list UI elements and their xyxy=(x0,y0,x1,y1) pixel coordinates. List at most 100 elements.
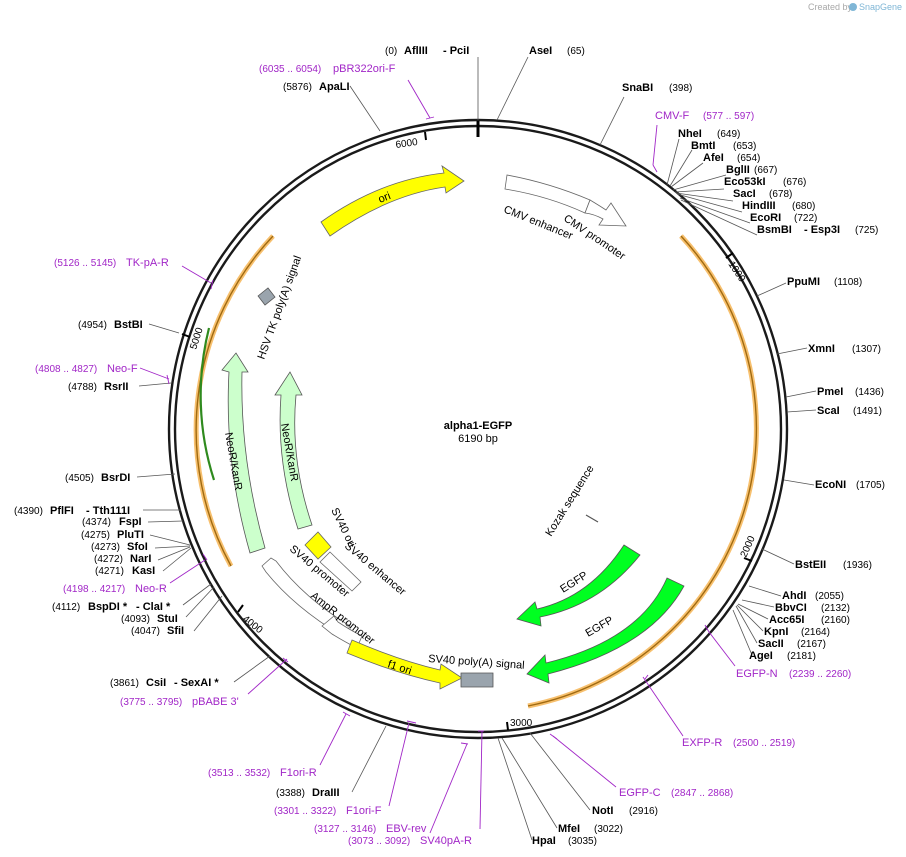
svg-text:(2181): (2181) xyxy=(787,651,816,662)
site-rsrII[interactable]: (4788) RsrII xyxy=(68,381,128,393)
svg-text:(653): (653) xyxy=(733,141,756,152)
site-ecoRI[interactable]: EcoRI (722) xyxy=(750,212,817,224)
svg-text:HpaI: HpaI xyxy=(532,835,556,847)
site-eco53kI[interactable]: Eco53kI (676) xyxy=(724,176,806,188)
site-pflFI[interactable]: (4390) PflFI - Tth111I xyxy=(14,505,130,517)
site-ageI[interactable]: AgeI (2181) xyxy=(749,650,816,662)
site-nheI[interactable]: NheI (649) xyxy=(678,128,740,140)
svg-text:(4390): (4390) xyxy=(14,506,43,517)
site-bsrDI[interactable]: (4505) BsrDI xyxy=(65,472,130,484)
site-scaI[interactable]: ScaI (1491) xyxy=(817,405,882,417)
svg-text:(4275): (4275) xyxy=(81,530,110,541)
primer-f1ori-f[interactable]: (3301 .. 3322) F1ori-F xyxy=(274,805,382,817)
primer-neo-f[interactable]: (4808 .. 4827) Neo-F xyxy=(35,363,138,375)
site-bstEII[interactable]: BstEII (1936) xyxy=(795,559,872,571)
svg-text:(649): (649) xyxy=(717,129,740,140)
svg-text:- PciI: - PciI xyxy=(443,45,469,57)
site-pluTI[interactable]: (4275) PluTI xyxy=(81,529,144,541)
svg-text:(1108): (1108) xyxy=(834,277,862,288)
svg-text:Neo-R: Neo-R xyxy=(135,583,167,595)
site-pmeI[interactable]: PmeI (1436) xyxy=(817,386,884,398)
site-csiI[interactable]: (3861) CsiI - SexAI * xyxy=(110,677,219,689)
orf-arcs xyxy=(193,234,759,709)
site-xmnI[interactable]: XmnI (1307) xyxy=(808,343,881,355)
site-bsmBI[interactable]: BsmBI - Esp3I (725) xyxy=(757,224,878,236)
svg-text:(5126 .. 5145): (5126 .. 5145) xyxy=(54,258,116,269)
site-aflIII[interactable]: (0) AflIII - PciI xyxy=(385,45,469,57)
primer-egfp-n[interactable]: EGFP-N (2239 .. 2260) xyxy=(736,668,851,680)
svg-text:ApaLI: ApaLI xyxy=(319,81,350,93)
site-ppuMI[interactable]: PpuMI (1108) xyxy=(787,276,862,288)
site-kpnI[interactable]: KpnI (2164) xyxy=(764,626,830,638)
site-notI[interactable]: NotI (2916) xyxy=(592,805,658,817)
site-sfiI[interactable]: (4047) SfiI xyxy=(131,625,184,637)
svg-text:(680): (680) xyxy=(792,201,815,212)
svg-text:- Tth111I: - Tth111I xyxy=(86,505,130,517)
svg-text:SacII: SacII xyxy=(758,638,784,650)
svg-text:(4271): (4271) xyxy=(95,566,124,577)
site-snabI[interactable]: SnaBI (398) xyxy=(622,82,692,94)
site-bmtI[interactable]: BmtI (653) xyxy=(691,140,756,152)
svg-text:StuI: StuI xyxy=(157,613,178,625)
svg-text:(1491): (1491) xyxy=(853,406,882,417)
svg-text:(2167): (2167) xyxy=(797,639,826,650)
primer-tk-pa-r[interactable]: (5126 .. 5145) TK-pA-R xyxy=(54,257,169,269)
primer-sv40pa-r[interactable]: (3073 .. 3092) SV40pA-R xyxy=(348,835,472,847)
site-acc65I[interactable]: Acc65I (2160) xyxy=(769,614,850,626)
svg-text:NotI: NotI xyxy=(592,805,613,817)
site-sacI[interactable]: SacI (678) xyxy=(733,188,792,200)
site-hpaI[interactable]: HpaI (3035) xyxy=(532,835,597,847)
primer-neo-r[interactable]: (4198 .. 4217) Neo-R xyxy=(63,583,167,595)
svg-text:F1ori-F: F1ori-F xyxy=(346,805,382,817)
site-afeI[interactable]: AfeI (654) xyxy=(703,152,760,164)
svg-text:(4505): (4505) xyxy=(65,473,94,484)
primer-pbr322ori-f[interactable]: (6035 .. 6054) pBR322ori-F xyxy=(259,63,396,75)
primer-cmv-f[interactable]: CMV-F (577 .. 597) xyxy=(655,110,754,122)
svg-text:NheI: NheI xyxy=(678,128,702,140)
svg-text:1000: 1000 xyxy=(726,260,748,285)
primer-f1ori-r[interactable]: (3513 .. 3532) F1ori-R xyxy=(208,767,317,779)
svg-text:SfoI: SfoI xyxy=(127,541,148,553)
site-ahdI[interactable]: AhdI (2055) xyxy=(782,590,844,602)
svg-text:EcoRI: EcoRI xyxy=(750,212,781,224)
site-aseI[interactable]: AseI (65) xyxy=(529,45,585,57)
site-ecoNI[interactable]: EcoNI (1705) xyxy=(815,479,885,491)
site-bbvCI[interactable]: BbvCI (2132) xyxy=(775,602,850,614)
site-bstBI[interactable]: (4954) BstBI xyxy=(78,319,143,331)
site-apaLI[interactable]: (5876) ApaLI xyxy=(283,81,350,93)
svg-text:BstBI: BstBI xyxy=(114,319,143,331)
svg-text:NarI: NarI xyxy=(130,553,151,565)
svg-text:PmeI: PmeI xyxy=(817,386,843,398)
site-narI[interactable]: (4272) NarI xyxy=(94,553,151,565)
svg-text:(4272): (4272) xyxy=(94,554,123,565)
site-kasI[interactable]: (4271) KasI xyxy=(95,565,155,577)
svg-text:(4808 .. 4827): (4808 .. 4827) xyxy=(35,364,97,375)
site-sacII[interactable]: SacII (2167) xyxy=(758,638,826,650)
primer-ebv-rev[interactable]: (3127 .. 3146) EBV-rev xyxy=(314,823,427,835)
neo-inner-feature: NeoR/KanR xyxy=(274,371,313,530)
kozak-feature: Kozak sequence xyxy=(543,463,599,539)
site-bglII[interactable]: BglII (667) xyxy=(726,164,777,176)
site-fspI[interactable]: (4374) FspI xyxy=(82,516,142,528)
svg-text:EGFP: EGFP xyxy=(584,614,616,639)
svg-text:(577 .. 597): (577 .. 597) xyxy=(703,111,754,122)
site-hindIII[interactable]: HindIII (680) xyxy=(742,200,815,212)
site-stuI[interactable]: (4093) StuI xyxy=(121,613,178,625)
svg-text:SV40pA-R: SV40pA-R xyxy=(420,835,472,847)
site-bspDI[interactable]: (4112) BspDI * - ClaI * xyxy=(52,601,171,613)
svg-text:Neo-F: Neo-F xyxy=(107,363,138,375)
svg-text:(1307): (1307) xyxy=(852,344,881,355)
plasmid-name: alpha1-EGFP xyxy=(444,420,512,432)
site-sfoI[interactable]: (4273) SfoI xyxy=(91,541,148,553)
svg-text:ori: ori xyxy=(377,190,393,206)
site-mfeI[interactable]: MfeI (3022) xyxy=(558,823,623,835)
svg-text:(4374): (4374) xyxy=(82,517,111,528)
primer-pbabe-3[interactable]: (3775 .. 3795) pBABE 3' xyxy=(120,696,239,708)
svg-text:(2160): (2160) xyxy=(821,615,850,626)
svg-text:(725): (725) xyxy=(855,225,878,236)
primer-exfp-r[interactable]: EXFP-R (2500 .. 2519) xyxy=(682,737,795,749)
site-draIII[interactable]: (3388) DraIII xyxy=(276,787,340,799)
svg-text:KpnI: KpnI xyxy=(764,626,788,638)
primer-egfp-c[interactable]: EGFP-C (2847 .. 2868) xyxy=(619,787,733,799)
